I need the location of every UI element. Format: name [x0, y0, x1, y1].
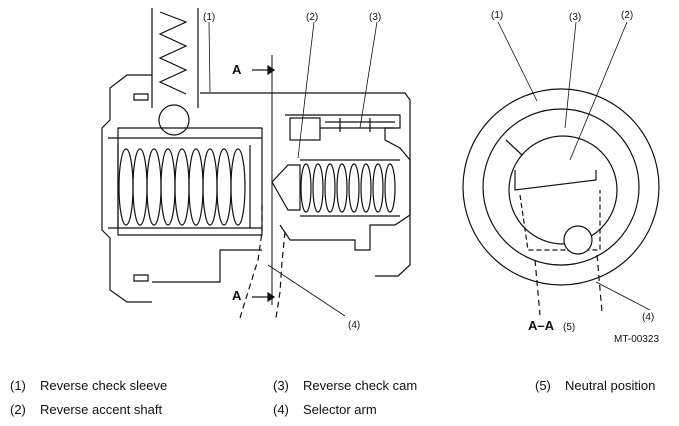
cross-section-view [101, 8, 411, 319]
legend-item-5: (5) Neutral position [535, 378, 655, 393]
legend-text: Reverse check cam [303, 378, 418, 393]
legend-num: (2) [10, 402, 26, 417]
legend-num: (4) [273, 402, 289, 417]
callout-left-3: (3) [369, 12, 381, 23]
outer-ring [462, 88, 660, 286]
accent-shaft-tip [271, 164, 301, 211]
cam-notch [514, 170, 597, 191]
sleeve-body [117, 127, 263, 236]
selector-arm-outline [519, 190, 601, 251]
leader-right-2 [569, 21, 628, 161]
selector-arm-pin [563, 225, 593, 255]
leader-right-3 [564, 21, 577, 129]
check-rod-spring [158, 11, 188, 95]
leader-left-3 [359, 21, 378, 129]
legend-num: (1) [10, 378, 26, 393]
leader-left-4 [267, 264, 346, 317]
housing-clip-bottom [133, 274, 149, 282]
callout-left-4: (4) [348, 320, 360, 331]
legend-item-2: (2) Reverse accent shaft [10, 402, 162, 417]
reverse-check-cam-block [289, 117, 321, 141]
callout-right-4: (4) [642, 312, 654, 323]
legend-num: (5) [535, 378, 551, 393]
legend-item-4: (4) Selector arm [273, 402, 377, 417]
mechanism-diagram: (1) (2) (3) (4) A A (1) (3) (2) (4) A–A … [101, 8, 660, 345]
leader-left-1 [208, 21, 211, 93]
shaft-circle [508, 135, 618, 245]
callout-right-1: (1) [491, 10, 503, 21]
callout-right-2: (2) [621, 10, 633, 21]
callout-right-3: (3) [569, 12, 581, 23]
inner-ring [482, 108, 640, 266]
callout-left-1: (1) [203, 12, 215, 23]
section-arrow-label-top: A [232, 62, 242, 77]
housing-bottom [152, 249, 262, 283]
section-view-ref: (5) [563, 322, 575, 333]
housing-outline [101, 74, 152, 303]
leader-right-4 [595, 281, 651, 311]
legend: (1) Reverse check sleeve (2) Reverse accen… [0, 372, 679, 426]
leader-left-2 [297, 21, 315, 159]
legend-num: (3) [273, 378, 289, 393]
legend-text: Selector arm [303, 402, 377, 417]
legend-text: Reverse check sleeve [40, 378, 168, 393]
section-view-aa [462, 21, 660, 316]
accent-shaft-spring [300, 163, 396, 213]
housing-clip-top [133, 93, 149, 101]
legend-text: Neutral position [565, 378, 656, 393]
legend-text: Reverse accent shaft [40, 402, 163, 417]
section-view-label: A–A [528, 318, 555, 333]
legend-item-3: (3) Reverse check cam [273, 378, 417, 393]
callout-left-2: (2) [306, 12, 318, 23]
legend-item-1: (1) Reverse check sleeve [10, 378, 167, 393]
check-ball [158, 104, 190, 136]
section-arrow-label-bottom: A [232, 288, 242, 303]
figure-id: MT-00323 [614, 334, 659, 345]
leader-right-1 [497, 21, 538, 102]
selector-arm-dashed [239, 205, 263, 319]
sleeve-spring [118, 148, 246, 226]
